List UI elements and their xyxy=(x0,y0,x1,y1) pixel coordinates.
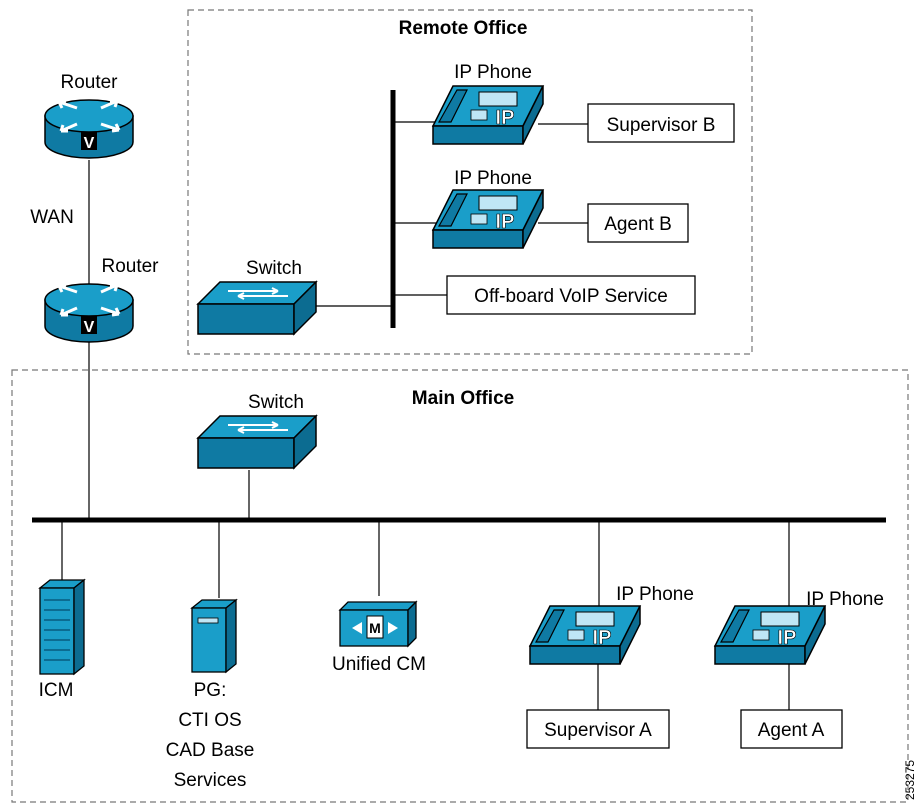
switch-icon xyxy=(197,281,317,335)
agent-b-text: Agent B xyxy=(604,214,672,235)
main-office-title: Main Office xyxy=(412,388,514,409)
remote-office-region xyxy=(187,9,753,355)
router-icon xyxy=(43,282,135,344)
figure-id: 253275 xyxy=(903,760,917,800)
remote-phone2-label: IP Phone xyxy=(454,168,532,189)
router-top-label: Router xyxy=(60,72,118,93)
main-switch-label: Switch xyxy=(248,392,304,413)
pg-server-icon xyxy=(190,598,238,674)
supervisor-b-text: Supervisor B xyxy=(607,115,716,136)
agent-a-box xyxy=(740,709,843,749)
svg-text:M: M xyxy=(369,620,381,636)
remote-phone1-label: IP Phone xyxy=(454,62,532,83)
unified-cm-icon: M xyxy=(338,600,418,648)
unified-cm-label: Unified CM xyxy=(332,654,426,675)
agent-b-box xyxy=(587,203,689,243)
wan-label: WAN xyxy=(30,207,74,228)
main-phone-b-label: IP Phone xyxy=(806,589,884,610)
supervisor-b-box xyxy=(587,103,735,143)
main-office-region xyxy=(11,369,909,803)
router-icon xyxy=(43,98,135,160)
pg-label-line4: Services xyxy=(174,770,247,791)
icm-label: ICM xyxy=(39,680,74,701)
supervisor-a-box xyxy=(526,709,670,749)
main-phone-a-label: IP Phone xyxy=(616,584,694,605)
ip-phone-icon xyxy=(529,605,641,665)
remote-office-title: Remote Office xyxy=(399,18,528,39)
pg-label-line2: CTI OS xyxy=(178,710,241,731)
supervisor-a-text: Supervisor A xyxy=(544,720,652,741)
icm-server-icon xyxy=(38,578,86,676)
router-bottom-label: Router xyxy=(101,256,159,277)
agent-a-text: Agent A xyxy=(758,720,825,741)
voip-service-box xyxy=(446,275,696,315)
remote-switch-label: Switch xyxy=(246,258,302,279)
ip-phone-icon xyxy=(432,85,544,145)
ip-phone-icon xyxy=(432,189,544,249)
switch-icon xyxy=(197,415,317,469)
voip-service-text: Off-board VoIP Service xyxy=(474,286,668,307)
pg-label-line1: PG: xyxy=(194,680,227,701)
pg-label-line3: CAD Base xyxy=(166,740,255,761)
ip-phone-icon xyxy=(714,605,826,665)
